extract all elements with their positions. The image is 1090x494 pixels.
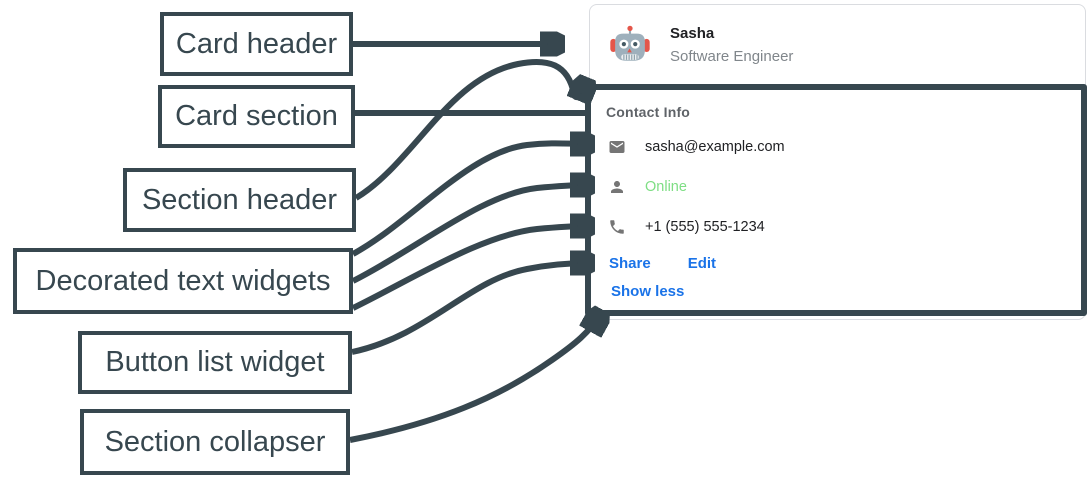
decorated-text-email: sasha@example.com [608, 138, 785, 156]
label-decorated-text-widgets-text: Decorated text widgets [35, 264, 331, 297]
card-header: Sasha Software Engineer [609, 24, 793, 66]
label-card-section: Card section [158, 85, 355, 148]
arrow-decorated-text-2 [351, 185, 590, 284]
arrow-button-list [351, 263, 590, 355]
label-decorated-text-widgets: Decorated text widgets [13, 248, 353, 314]
label-section-collapser-text: Section collapser [104, 425, 326, 458]
section-collapser-button[interactable]: Show less [611, 283, 685, 300]
phone-text: +1 (555) 555-1234 [645, 219, 765, 235]
phone-icon [610, 220, 624, 234]
label-section-collapser: Section collapser [80, 409, 350, 475]
email-icon [609, 141, 625, 153]
card-header-text: Sasha Software Engineer [670, 25, 793, 65]
decorated-text-phone: +1 (555) 555-1234 [608, 218, 765, 236]
edit-button[interactable]: Edit [687, 255, 717, 272]
arrow-decorated-text-1 [351, 143, 590, 257]
label-card-section-text: Card section [175, 100, 338, 132]
label-card-header: Card header [160, 12, 353, 76]
person-icon [611, 181, 623, 193]
label-button-list-widget: Button list widget [78, 331, 352, 394]
arrow-section-header [354, 58, 586, 201]
contact-name: Sasha [670, 25, 715, 42]
label-button-list-widget-text: Button list widget [105, 346, 325, 378]
status-text: Online [645, 179, 687, 195]
arrow-section-collapser [349, 314, 600, 443]
section-header-title: Contact Info [606, 104, 691, 120]
decorated-text-status: Online [608, 178, 687, 196]
arrow-decorated-text-3 [351, 226, 590, 311]
robot-avatar-icon [610, 25, 650, 61]
label-section-header: Section header [123, 168, 356, 232]
share-button[interactable]: Share [609, 255, 651, 272]
email-text: sasha@example.com [645, 139, 785, 155]
label-section-header-text: Section header [141, 183, 338, 216]
contact-card: Sasha Software Engineer Contact Info sas… [589, 4, 1086, 320]
contact-role: Software Engineer [670, 48, 794, 65]
button-list: Share Edit [609, 255, 716, 272]
label-card-header-text: Card header [175, 27, 338, 60]
